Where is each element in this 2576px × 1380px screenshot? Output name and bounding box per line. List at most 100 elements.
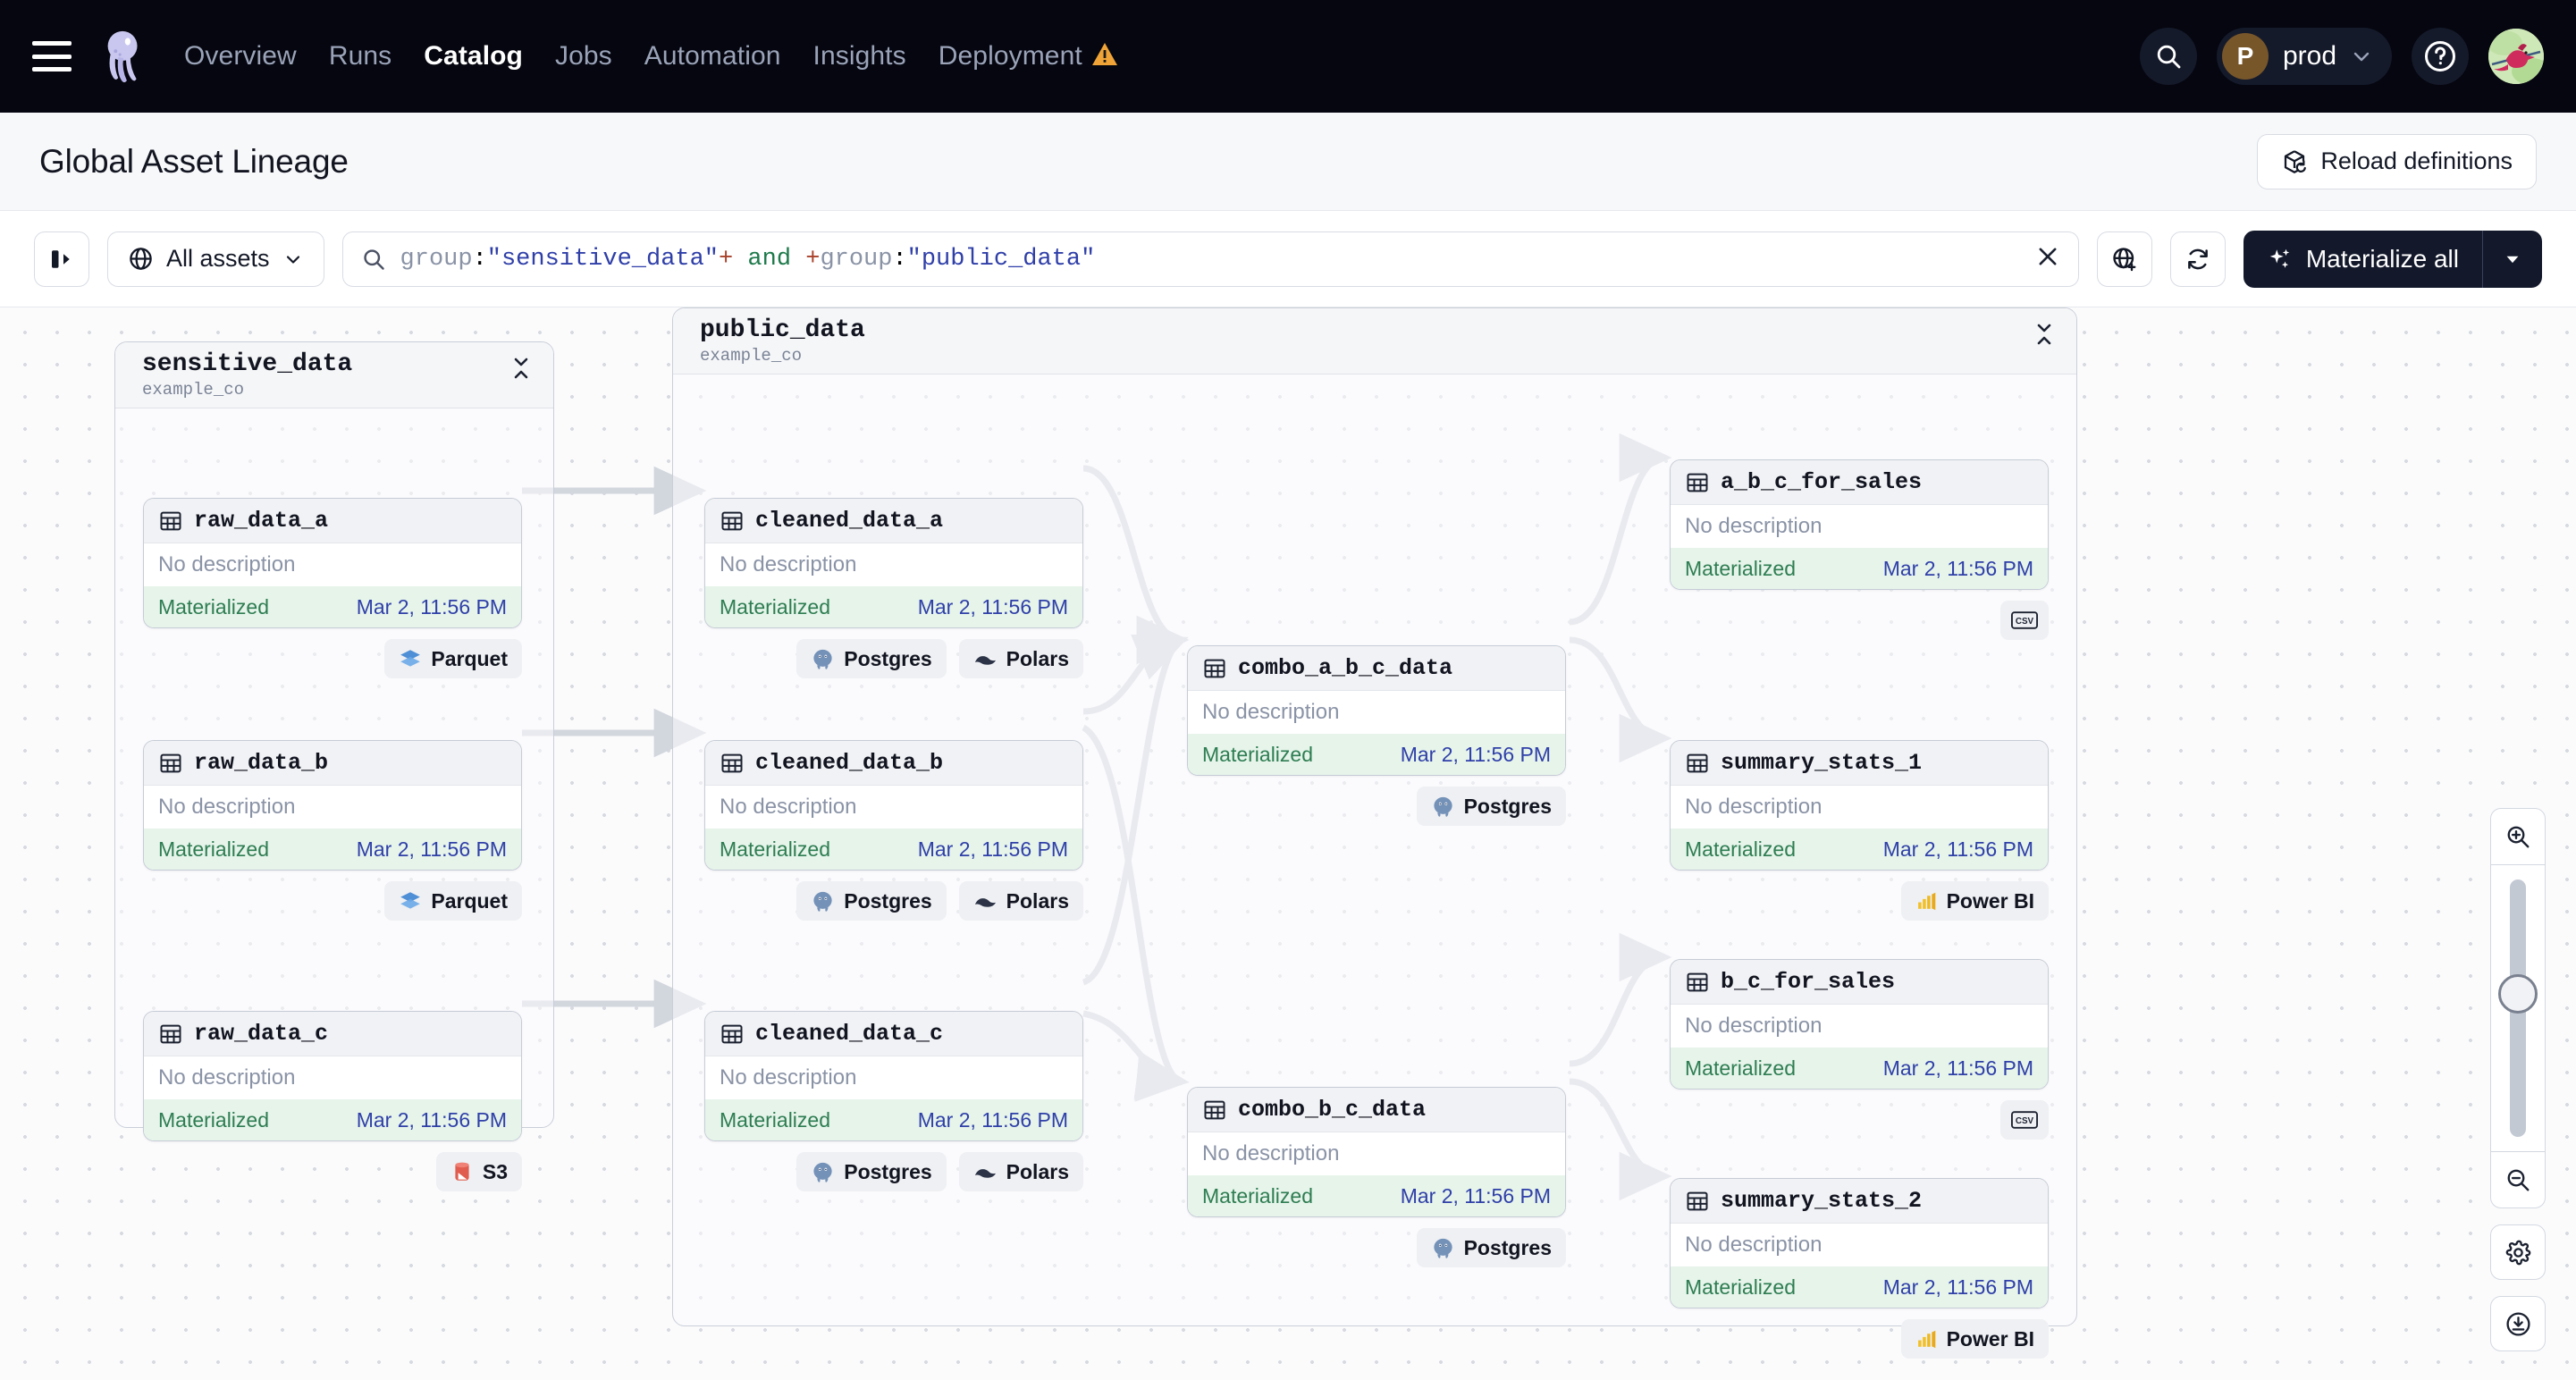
zoom-slider[interactable] xyxy=(2491,865,2545,1151)
nav-link-jobs[interactable]: Jobs xyxy=(554,41,612,71)
asset-node-header[interactable]: raw_data_c xyxy=(144,1012,521,1056)
nav-link-deployment[interactable]: Deployment xyxy=(938,41,1082,71)
asset-tag-label: Postgres xyxy=(844,1159,932,1183)
asset-node-status[interactable]: Materialized Mar 2, 11:56 PM xyxy=(705,829,1082,870)
asset-node[interactable]: summary_stats_2 No description Materiali… xyxy=(1670,1178,2049,1308)
asset-tag[interactable]: Parquet xyxy=(384,881,522,921)
asset-filter-button[interactable]: All assets xyxy=(107,231,324,287)
nav-link-runs[interactable]: Runs xyxy=(328,41,392,71)
asset-tag[interactable]: Polars xyxy=(958,1152,1083,1191)
asset-node[interactable]: combo_b_c_data No description Materializ… xyxy=(1187,1087,1566,1217)
asset-node-status[interactable]: Materialized Mar 2, 11:56 PM xyxy=(144,1099,521,1140)
asset-node-status[interactable]: Materialized Mar 2, 11:56 PM xyxy=(1671,1266,2048,1308)
collapse-vertical-icon[interactable] xyxy=(2033,317,2055,350)
zoom-out-button[interactable] xyxy=(2491,1152,2545,1208)
deployment-selector[interactable]: P prod xyxy=(2216,28,2392,85)
asset-tag[interactable]: Parquet xyxy=(384,639,522,678)
zoom-in-button[interactable] xyxy=(2491,809,2545,864)
asset-node-status[interactable]: Materialized Mar 2, 11:56 PM xyxy=(1671,548,2048,589)
asset-tag[interactable]: Postgres xyxy=(796,881,947,921)
nav-link-automation[interactable]: Automation xyxy=(644,41,781,71)
asset-node[interactable]: raw_data_c No description Materialized M… xyxy=(143,1011,522,1141)
nav-link-deployment-wrap[interactable]: Deployment xyxy=(939,41,1118,72)
asset-node-header[interactable]: raw_data_b xyxy=(144,741,521,786)
sidebar-toggle-button[interactable] xyxy=(34,231,89,287)
asset-node-status[interactable]: Materialized Mar 2, 11:56 PM xyxy=(705,586,1082,627)
asset-node[interactable]: b_c_for_sales No description Materialize… xyxy=(1670,959,2049,1090)
postgres-icon xyxy=(1433,796,1452,817)
refresh-button[interactable] xyxy=(2169,231,2226,287)
asset-node-header[interactable]: cleaned_data_c xyxy=(705,1012,1082,1056)
caret-down-icon xyxy=(2506,256,2519,263)
asset-tag[interactable]: Postgres xyxy=(796,1152,947,1191)
asset-node-tags: Parquet xyxy=(143,881,522,921)
lineage-canvas[interactable]: sensitive_data example_co public_data ex… xyxy=(0,307,2576,1380)
asset-node-status[interactable]: Materialized Mar 2, 11:56 PM xyxy=(1188,1175,1565,1216)
materialize-all-button[interactable]: Materialize all xyxy=(2243,230,2542,288)
asset-tag[interactable]: S3 xyxy=(435,1152,522,1191)
asset-group-header[interactable]: sensitive_data example_co xyxy=(115,342,553,408)
asset-node-header[interactable]: cleaned_data_a xyxy=(705,499,1082,543)
asset-tag[interactable]: Postgres xyxy=(796,639,947,678)
asset-node-status[interactable]: Materialized Mar 2, 11:56 PM xyxy=(1188,734,1565,775)
deployment-avatar: P xyxy=(2221,33,2269,80)
nav-link-insights[interactable]: Insights xyxy=(812,41,906,71)
asset-node-header[interactable]: summary_stats_2 xyxy=(1671,1179,2048,1224)
asset-node-timestamp: Mar 2, 11:56 PM xyxy=(1882,556,2033,580)
asset-node[interactable]: cleaned_data_b No description Materializ… xyxy=(704,740,1083,871)
asset-node-status[interactable]: Materialized Mar 2, 11:56 PM xyxy=(705,1099,1082,1140)
zoom-slider-thumb[interactable] xyxy=(2498,974,2538,1014)
asset-node-status-label: Materialized xyxy=(158,594,269,618)
asset-group-name: sensitive_data xyxy=(142,350,353,378)
materialize-dropdown-button[interactable] xyxy=(2483,249,2542,269)
asset-tag[interactable]: Polars xyxy=(958,639,1083,678)
table-icon xyxy=(721,753,743,772)
asset-node-status[interactable]: Materialized Mar 2, 11:56 PM xyxy=(144,829,521,870)
asset-node-header[interactable]: b_c_for_sales xyxy=(1671,960,2048,1005)
asset-node[interactable]: combo_a_b_c_data No description Material… xyxy=(1187,645,1566,776)
asset-node-header[interactable]: a_b_c_for_sales xyxy=(1671,460,2048,505)
zoom-slider-group[interactable] xyxy=(2490,808,2546,1208)
asset-tag[interactable]: Power BI xyxy=(1900,881,2049,921)
asset-tag[interactable]: Polars xyxy=(958,881,1083,921)
asset-node[interactable]: raw_data_a No description Materialized M… xyxy=(143,498,522,628)
asset-node-status[interactable]: Materialized Mar 2, 11:56 PM xyxy=(1671,829,2048,870)
asset-node[interactable]: cleaned_data_a No description Materializ… xyxy=(704,498,1083,628)
asset-node-status[interactable]: Materialized Mar 2, 11:56 PM xyxy=(1671,1048,2048,1089)
user-avatar[interactable] xyxy=(2488,29,2544,84)
nav-link-catalog[interactable]: Catalog xyxy=(424,41,523,71)
asset-group-header[interactable]: public_data example_co xyxy=(673,308,2076,374)
add-global-filter-button[interactable] xyxy=(2096,231,2152,287)
asset-node-header[interactable]: combo_b_c_data xyxy=(1188,1088,1565,1132)
help-button[interactable] xyxy=(2412,28,2469,85)
dagster-logo-icon[interactable] xyxy=(97,29,152,84)
asset-node[interactable]: raw_data_b No description Materialized M… xyxy=(143,740,522,871)
asset-node-header[interactable]: summary_stats_1 xyxy=(1671,741,2048,786)
nav-right-actions: P prod xyxy=(2139,28,2544,85)
asset-node-header[interactable]: cleaned_data_b xyxy=(705,741,1082,786)
reload-definitions-button[interactable]: Reload definitions xyxy=(2257,133,2537,189)
asset-node[interactable]: a_b_c_for_sales No description Materiali… xyxy=(1670,459,2049,590)
asset-tag[interactable]: Postgres xyxy=(1416,1228,1566,1267)
asset-tag[interactable]: Postgres xyxy=(1416,787,1566,826)
asset-node[interactable]: cleaned_data_c No description Materializ… xyxy=(704,1011,1083,1141)
asset-group-name: public_data xyxy=(700,316,865,344)
asset-tag[interactable]: CSV xyxy=(2000,601,2049,640)
nav-link-overview[interactable]: Overview xyxy=(184,41,297,71)
lineage-search-box[interactable]: group:"sensitive_data"+ and +group:"publ… xyxy=(341,231,2079,287)
asset-node-status[interactable]: Materialized Mar 2, 11:56 PM xyxy=(144,586,521,627)
asset-group-sensitive-data[interactable]: sensitive_data example_co xyxy=(114,341,554,1128)
asset-node-header[interactable]: combo_a_b_c_data xyxy=(1188,646,1565,691)
global-search-button[interactable] xyxy=(2139,28,2197,85)
search-input[interactable]: group:"sensitive_data"+ and +group:"publ… xyxy=(400,246,1096,273)
asset-node-header[interactable]: raw_data_a xyxy=(144,499,521,543)
graph-settings-button[interactable] xyxy=(2490,1224,2546,1280)
hamburger-menu-icon[interactable] xyxy=(32,41,72,72)
fit-to-screen-button[interactable] xyxy=(2490,1296,2546,1351)
collapse-vertical-icon[interactable] xyxy=(510,351,532,384)
clear-search-button[interactable] xyxy=(2017,244,2060,273)
asset-tag[interactable]: Power BI xyxy=(1900,1319,2049,1359)
materialize-all-label-wrap[interactable]: Materialize all xyxy=(2243,245,2482,273)
asset-tag[interactable]: CSV xyxy=(2000,1100,2049,1140)
asset-node[interactable]: summary_stats_1 No description Materiali… xyxy=(1670,740,2049,871)
